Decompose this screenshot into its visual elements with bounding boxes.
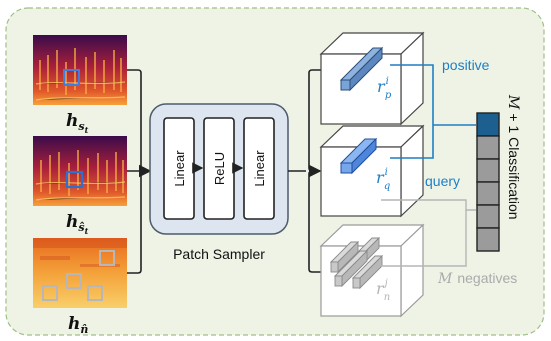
negative-patch-box-1 (99, 250, 115, 266)
class-cell (476, 227, 500, 252)
spectrogram-speech-2 (33, 136, 127, 206)
sampler-layer-relu: ReLU (203, 117, 235, 220)
negative-patch-box-4 (87, 285, 103, 301)
spectrogram-speech-1 (33, 35, 127, 105)
negative-patch-bars (329, 236, 384, 290)
positive-cube (319, 31, 425, 126)
query-patch-box-2 (65, 170, 84, 189)
sampler-layer-linear-1: Linear (163, 117, 195, 220)
query-patch-box-1 (63, 69, 80, 86)
positive-annotation: positive (442, 57, 490, 73)
classification-label: M+ 1 Classification (505, 94, 522, 220)
query-patch-bar (339, 137, 378, 175)
classification-bar (476, 112, 500, 252)
negatives-cube (319, 223, 425, 318)
input-label-2: hŝt (66, 212, 89, 236)
spectrogram-noise (33, 238, 127, 308)
positive-query-bracket (390, 64, 476, 159)
svg-text:Linear: Linear (252, 150, 267, 187)
class-cell (476, 181, 500, 206)
positive-patch-bar (339, 46, 384, 92)
class-cell-positive (476, 112, 500, 137)
input-label-3: hn̂ (68, 314, 88, 336)
svg-text:Linear: Linear (172, 150, 187, 187)
negative-patch-box-2 (66, 273, 82, 289)
input-label-1: hst (66, 111, 89, 135)
negatives-connector (381, 199, 476, 267)
class-cell (476, 204, 500, 229)
query-cube (319, 124, 425, 218)
output-connectors (288, 69, 322, 273)
svg-text:ReLU: ReLU (212, 152, 227, 185)
sampler-layer-linear-2: Linear (243, 117, 275, 220)
input-connectors (127, 69, 152, 274)
patch-sampler-title: Patch Sampler (173, 246, 265, 262)
negative-patch-box-3 (42, 285, 58, 301)
query-annotation: query (425, 173, 460, 189)
class-cell (476, 158, 500, 183)
class-cell (476, 135, 500, 160)
